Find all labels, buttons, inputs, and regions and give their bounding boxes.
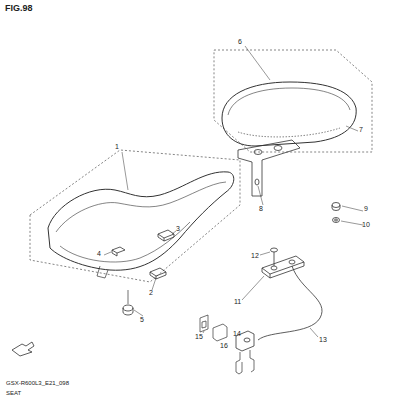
callout-number: 4 [97,250,101,257]
callout-number: 2 [149,289,153,296]
callout-number: 8 [259,205,263,212]
callout-number: 1 [115,143,119,150]
callout-number: 12 [251,252,259,259]
caption-text: SEAT [6,390,21,396]
callout-number: 15 [195,333,203,340]
callout-number: 16 [220,342,228,349]
callout-number: 5 [140,316,144,323]
callout-number: 3 [176,225,180,232]
callout-number: 13 [319,336,327,343]
figure-title: FIG.98 [5,4,33,13]
callout-number: 11 [234,298,241,305]
callout-number: 14 [233,330,241,337]
callout-number: 10 [362,221,370,228]
callout-number: 6 [238,38,242,45]
caption-text: GSX-R600L3_E21_098 [6,380,69,386]
callout-number: 9 [364,205,368,212]
callout-number: 7 [359,126,363,133]
